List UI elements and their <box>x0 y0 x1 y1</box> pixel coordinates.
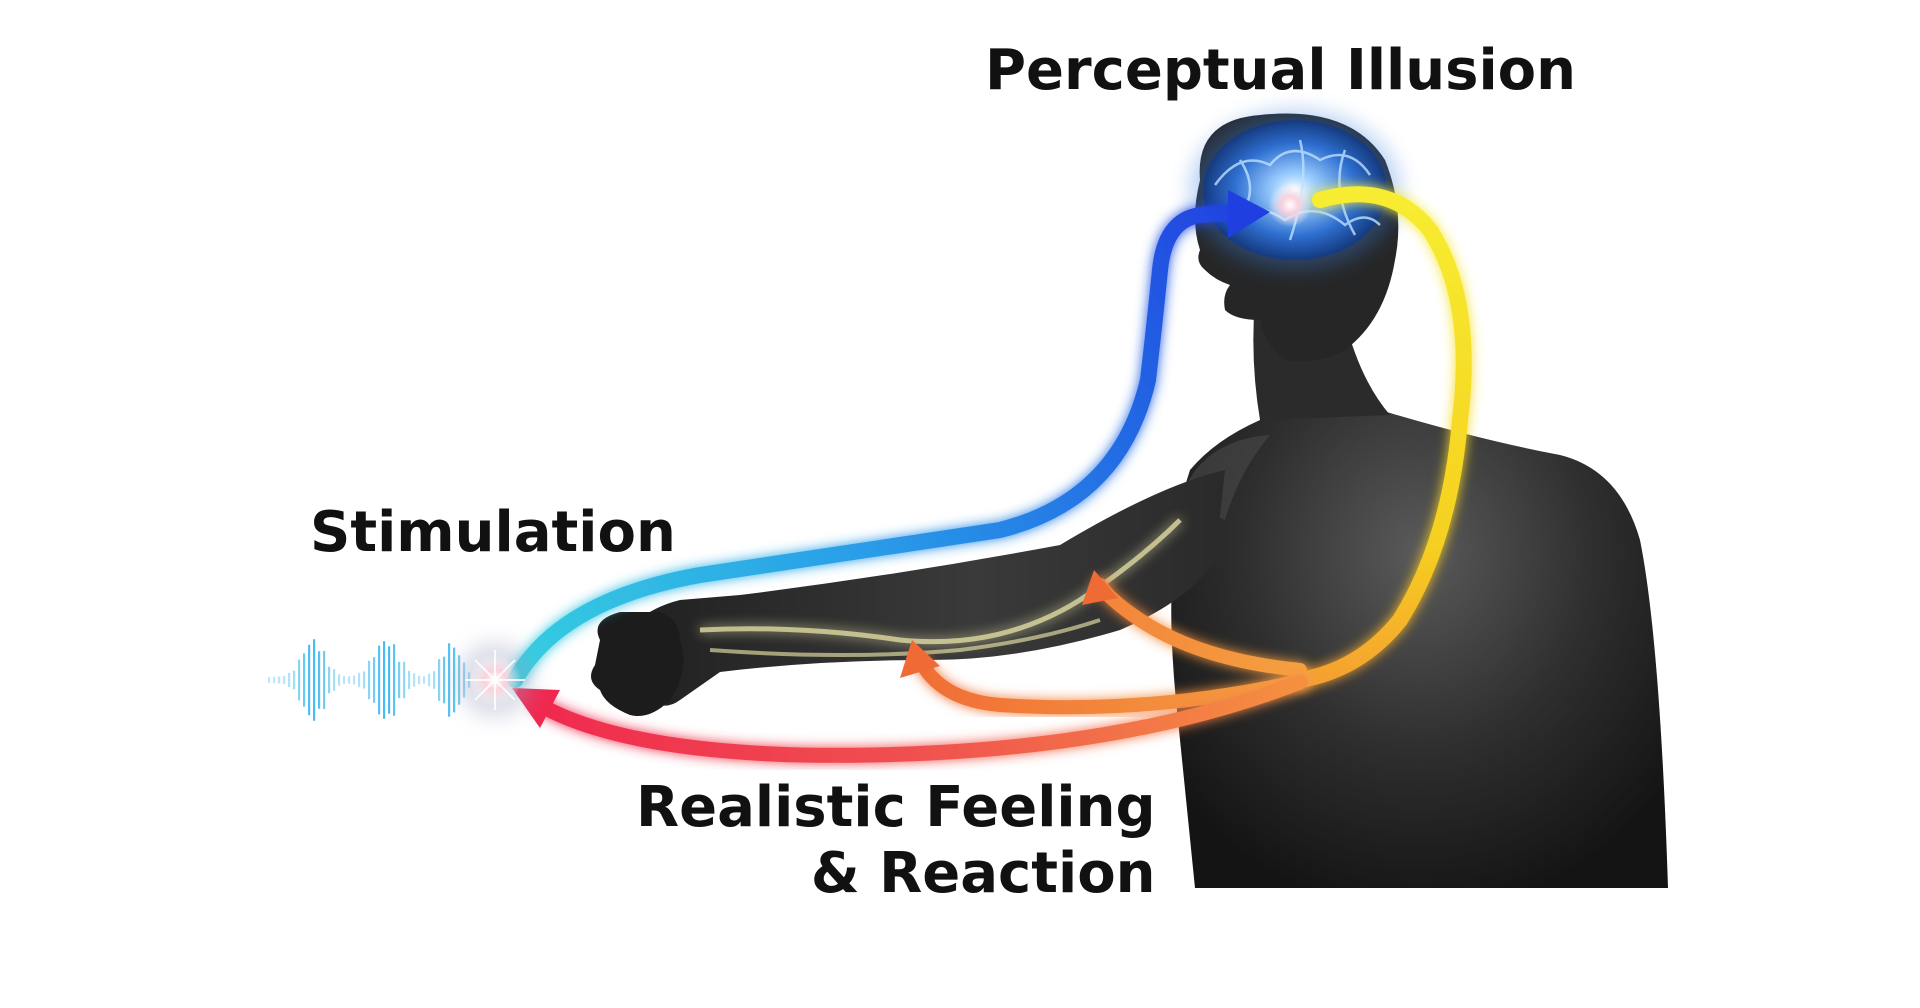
sound-wave-bar <box>368 660 371 700</box>
sound-wave-bar <box>333 669 336 691</box>
nerve-lines <box>699 518 1182 645</box>
sound-wave-bar <box>288 672 291 688</box>
sound-wave-bar <box>423 676 426 684</box>
sound-wave-bar <box>453 647 456 713</box>
torso <box>1171 330 1668 888</box>
arrow-to-forearm <box>900 640 1312 715</box>
sound-wave-icon <box>268 639 471 721</box>
hand <box>591 612 684 716</box>
realistic-feeling-label: Realistic Feeling & Reaction <box>636 775 1156 907</box>
realistic-feeling-line1: Realistic Feeling <box>636 775 1156 840</box>
arrow-stimulation-to-brain <box>507 190 1270 688</box>
spark-icon <box>457 642 533 718</box>
sound-wave-bar <box>308 644 311 716</box>
sound-wave-bar <box>348 676 351 684</box>
sound-wave-bar <box>443 656 446 704</box>
sound-wave-bar <box>388 646 391 714</box>
realistic-feeling-line2: & Reaction <box>810 841 1156 906</box>
sound-wave-bar <box>403 661 406 699</box>
sound-wave-bar <box>293 670 296 690</box>
sound-wave-bar <box>273 676 276 684</box>
sound-wave-bar <box>343 675 346 685</box>
sound-wave-bar <box>448 643 451 717</box>
sound-wave-bar <box>353 675 356 685</box>
sound-wave-bar <box>413 673 416 687</box>
sound-wave-bar <box>283 675 286 685</box>
sound-wave-bar <box>408 670 411 690</box>
stimulation-label: Stimulation <box>310 500 676 565</box>
nerve-lines-2 <box>709 618 1101 657</box>
perceptual-illusion-label: Perceptual Illusion <box>985 38 1576 103</box>
sound-wave-bar <box>383 641 386 719</box>
sound-wave-bar <box>398 661 401 699</box>
sound-wave-bar <box>438 659 441 701</box>
sound-wave-bar <box>338 674 341 686</box>
sound-wave-bar <box>278 676 281 684</box>
sound-wave-bar <box>303 653 306 707</box>
sound-wave-bar <box>313 639 316 721</box>
sound-wave-bar <box>298 659 301 701</box>
sound-wave-bar <box>318 651 321 709</box>
sound-wave-bar <box>433 671 436 689</box>
sound-wave-bar <box>363 671 366 689</box>
sound-wave-bar <box>323 650 326 710</box>
sound-wave-bar <box>393 644 396 716</box>
sound-wave-bar <box>378 645 381 715</box>
arrow-brain-to-body <box>1292 186 1472 688</box>
sound-wave-bar <box>373 657 376 703</box>
arm <box>600 470 1225 706</box>
sound-wave-bar <box>358 672 361 688</box>
arrow-to-upper-arm <box>1082 570 1307 677</box>
sound-wave-bar <box>328 666 331 694</box>
sound-wave-bar <box>418 675 421 685</box>
human-silhouette-icon <box>591 113 1668 888</box>
sound-wave-bar <box>428 673 431 687</box>
sound-wave-bar <box>268 676 271 684</box>
